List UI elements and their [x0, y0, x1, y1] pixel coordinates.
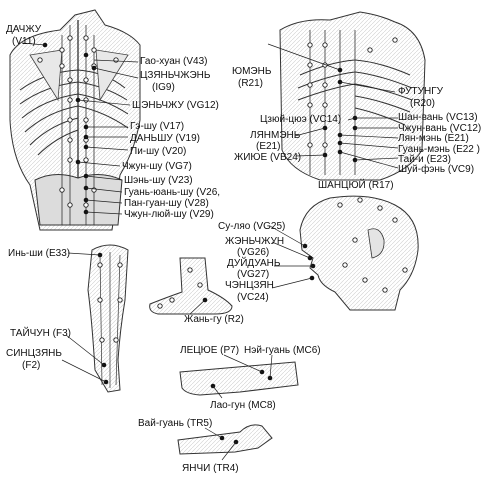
- forearm-leaders: [212, 354, 273, 399]
- label-shantsyuy: ШАНЦЮЙ (R17): [318, 180, 394, 191]
- front-torso: [267, 11, 426, 181]
- label-tszyan: ЦЗЯНЬЧЖЭНЬ: [140, 70, 211, 81]
- label-duiduan: ДУЙДУАНЬ: [227, 258, 281, 269]
- label-chzhenshu: Чжун-шу (VG7): [122, 161, 192, 172]
- head-points: [337, 197, 408, 293]
- label-sintszyan: СИНЦЗЯНЬ: [6, 348, 62, 359]
- foot-points: [157, 267, 203, 309]
- label-dachzhu: ДАЧЖУ: [6, 24, 42, 35]
- label-taychun: ТАЙЧУН (F3): [10, 328, 71, 339]
- label-zhangu: Жань-гу (R2): [184, 314, 244, 325]
- label-futungu: ФУТУНГУ: [398, 86, 443, 97]
- front-ribs: [297, 59, 413, 126]
- label-lyanmen: ЛЯНМЭНЬ: [250, 130, 301, 141]
- label-inshi: Инь-ши (E33): [8, 248, 71, 259]
- foot-leader: [189, 299, 206, 315]
- label-gaohuan: Гао-хуан (V43): [140, 56, 208, 67]
- label-shuyfen: Шуй-фэнь (VC9): [398, 164, 475, 175]
- label-shenchzhu: ШЭНЬЧЖУ (VG12): [132, 100, 219, 111]
- label-suliao: Су-ляо (VG25): [218, 221, 286, 232]
- label-chzhunvan: Чжун-вань (VC12): [398, 123, 482, 134]
- label-guanyuanshu: Гуань-юань-шу (V26,: [124, 187, 221, 198]
- label-duiduan-code: (VG27): [237, 269, 270, 280]
- label-danshu: ДАНЬШУ (V19): [130, 133, 200, 144]
- leg-points: [97, 262, 123, 343]
- hand-figure: [177, 424, 273, 461]
- label-chentszyan-code: (VC24): [237, 292, 269, 303]
- front-torso-outline: [279, 11, 426, 181]
- back-leaders: [21, 42, 139, 215]
- label-laogun: Лао-гун (MC8): [210, 400, 276, 411]
- head-figure: [269, 195, 419, 311]
- hand-leaders: [204, 427, 237, 461]
- label-sintszyan-code: (F2): [22, 360, 41, 371]
- front-leaders: [267, 43, 399, 169]
- label-guanmen: Гуань-мэнь (E22 ): [398, 144, 480, 155]
- leg-outline: [87, 244, 129, 393]
- label-yumen-code: (R21): [238, 78, 264, 89]
- label-tszyan-code: (IG9): [152, 82, 175, 93]
- label-tszyuyuy: Цзюй-цюэ (VC14): [260, 114, 342, 125]
- label-yanchi: ЯНЧИ (TR4): [182, 463, 239, 474]
- pelvis: [34, 174, 123, 226]
- label-shanvan: Шан-вань (VC13): [398, 112, 478, 123]
- label-yumen: ЮМЭНЬ: [232, 66, 272, 77]
- label-geshu: Гэ-шу (V17): [130, 121, 185, 132]
- label-zhenchzhun: ЖЭНЬЧЖУН: [225, 236, 285, 247]
- label-zhenchzhun-code: (VG26): [237, 247, 270, 258]
- label-chentszyan: ЧЭНЦЗЯН: [225, 280, 274, 291]
- label-taiy: Тай-и (E23): [398, 154, 451, 165]
- label-shenshu: Шэнь-шу (V23): [124, 175, 193, 186]
- foot-figure: [149, 257, 233, 315]
- scapula-left: [29, 49, 63, 102]
- label-futungu-code: (R20): [410, 98, 436, 109]
- front-points: [307, 37, 398, 148]
- label-letsyue: ЛЕЦЮЕ (P7): [180, 345, 240, 356]
- forearm-figure: [179, 354, 299, 399]
- label-lyanmen2: Лян-мэнь (E21): [398, 133, 469, 144]
- back-points: [37, 35, 119, 208]
- label-pishu: Пи-шу (V20): [130, 146, 187, 157]
- label-chzhunlyushu: Чжун-люй-шу (V29): [124, 209, 214, 220]
- label-zhiyue: ЖИЮЕ (VB24): [234, 152, 302, 163]
- hand-outline: [177, 424, 273, 455]
- head-leaders: [269, 225, 313, 289]
- label-dachzhu-code: (V11): [12, 36, 36, 47]
- label-vayguan: Вай-гуань (TR5): [138, 418, 213, 429]
- scapula-right: [95, 49, 129, 102]
- leg-leaders: [61, 252, 107, 383]
- back-figure: [9, 9, 141, 231]
- label-panguanshu: Пан-гуан-шу (V28): [124, 198, 209, 209]
- ear: [367, 228, 385, 259]
- forearm-outline: [179, 361, 299, 396]
- label-lyanmen-code: (E21): [256, 141, 281, 152]
- label-neiguan: Нэй-гуань (MC6): [244, 345, 321, 356]
- head-outline: [299, 195, 419, 311]
- leg-figure: [61, 244, 129, 393]
